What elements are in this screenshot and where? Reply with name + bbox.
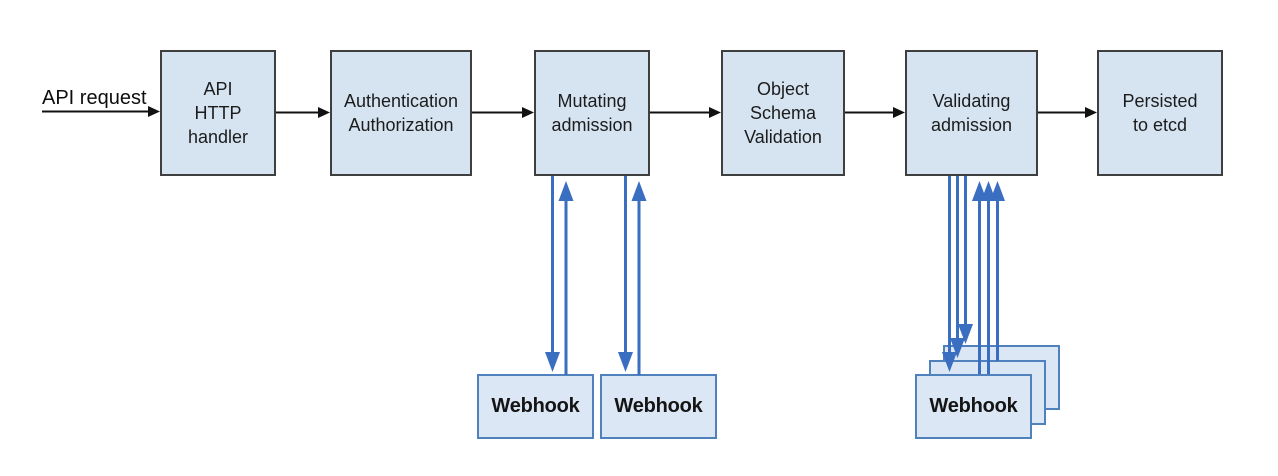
validating-webhook-box-front-label: Webhook bbox=[929, 395, 1018, 417]
stage-authentication-authorization-label: Authentication Authorization bbox=[343, 91, 459, 135]
flow-arrow-auth-to-mutating bbox=[472, 107, 534, 118]
flow-arrow-schema-to-validating bbox=[845, 107, 905, 118]
mutating-webhook-box-2: Webhook bbox=[600, 374, 717, 439]
mutating-webhook1-call-arrow bbox=[545, 176, 560, 372]
validating-webhook-call-arrow-3 bbox=[958, 176, 973, 344]
flow-arrow-handler-to-auth bbox=[276, 107, 330, 118]
mutating-webhook1-return-arrow bbox=[558, 181, 574, 375]
flow-arrow-mutating-to-schema bbox=[650, 107, 721, 118]
stage-validating-admission: Validating admission bbox=[905, 50, 1038, 176]
stage-persisted-to-etcd: Persisted to etcd bbox=[1097, 50, 1223, 176]
flow-arrow-validating-to-etcd bbox=[1038, 107, 1097, 118]
stage-object-schema-validation-label: Object Schema Validation bbox=[744, 79, 822, 147]
mutating-webhook-box-1: Webhook bbox=[477, 374, 594, 439]
stage-mutating-admission: Mutating admission bbox=[534, 50, 650, 176]
stage-api-http-handler-label: API HTTP handler bbox=[187, 79, 249, 147]
stage-authentication-authorization: Authentication Authorization bbox=[330, 50, 472, 176]
stage-validating-admission-label: Validating admission bbox=[930, 91, 1013, 135]
validating-webhook-box-front: Webhook bbox=[915, 374, 1032, 439]
validating-webhook-call-arrow-2 bbox=[950, 176, 965, 358]
mutating-webhook-box-2-label: Webhook bbox=[614, 395, 703, 417]
mutating-webhook-box-1-label: Webhook bbox=[491, 395, 580, 417]
stage-mutating-admission-label: Mutating admission bbox=[551, 91, 633, 135]
stage-persisted-to-etcd-label: Persisted to etcd bbox=[1122, 91, 1198, 135]
stage-api-http-handler: API HTTP handler bbox=[160, 50, 276, 176]
mutating-webhook2-return-arrow bbox=[631, 181, 647, 375]
api-request-label: API request bbox=[42, 87, 147, 109]
validating-webhook-call-arrow-1 bbox=[942, 176, 957, 372]
stage-object-schema-validation: Object Schema Validation bbox=[721, 50, 845, 176]
validating-webhook-return-arrow-3 bbox=[990, 181, 1005, 361]
mutating-webhook2-call-arrow bbox=[618, 176, 633, 372]
